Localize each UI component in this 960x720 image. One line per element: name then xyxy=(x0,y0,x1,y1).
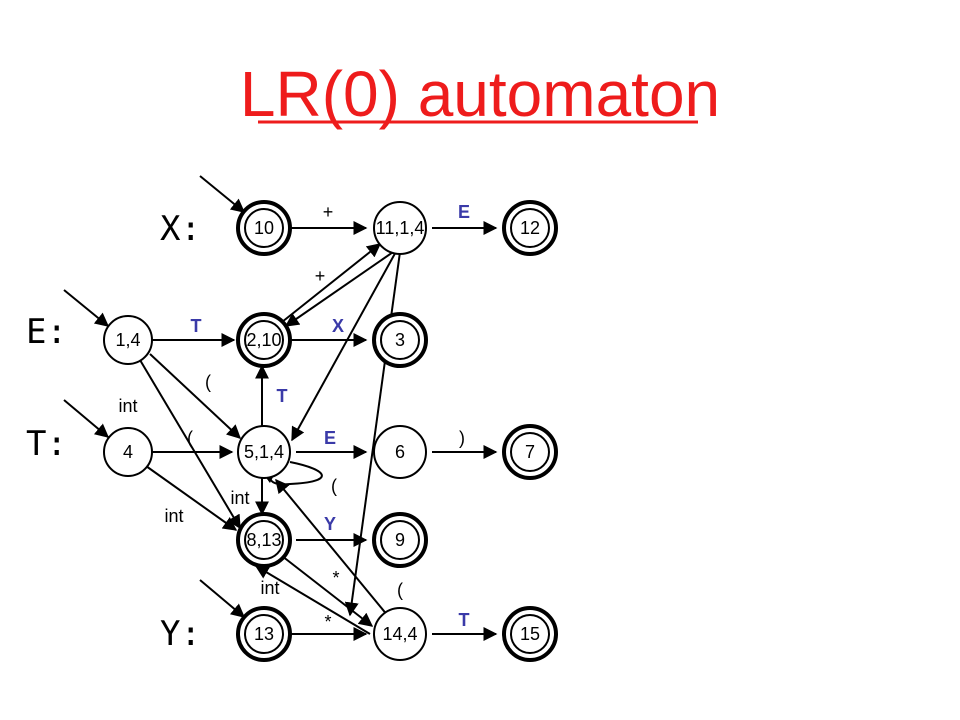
edge-144-813 xyxy=(254,565,371,635)
svg-text:13: 13 xyxy=(254,624,274,644)
edge-14-813 xyxy=(139,359,241,530)
svg-text:2,10: 2,10 xyxy=(246,330,281,350)
edge-labels: + E + T X ( T int ( E ) ( int int Y * ( … xyxy=(118,202,470,632)
label-y-mid: Y xyxy=(324,514,336,534)
label-e-mid: E xyxy=(324,428,336,448)
label-star-a: * xyxy=(332,568,339,588)
nonterminal-x-label: X: xyxy=(160,209,201,249)
label-int-d: int xyxy=(260,578,279,598)
label-t-vert: T xyxy=(277,386,288,406)
label-int-c: int xyxy=(164,506,183,526)
nonterminal-y-label: Y: xyxy=(160,614,201,654)
state-3: 3 xyxy=(372,312,428,368)
edge-11-514 xyxy=(291,247,399,442)
state-14-4: 14,4 xyxy=(373,607,427,661)
state-5-1-4: 5,1,4 xyxy=(237,425,291,479)
label-int-b: int xyxy=(230,488,249,508)
state-7: 7 xyxy=(502,424,558,480)
label-e-top: E xyxy=(458,202,470,222)
label-x-mid: X xyxy=(332,316,344,336)
svg-text:6: 6 xyxy=(395,442,405,462)
state-6: 6 xyxy=(373,425,427,479)
svg-text:8,13: 8,13 xyxy=(246,530,281,550)
edge-210-11 xyxy=(281,243,382,323)
edge-14-514 xyxy=(149,353,242,439)
svg-text:15: 15 xyxy=(520,624,540,644)
state-8-13: 8,13 xyxy=(236,512,292,568)
label-plus-mid: + xyxy=(315,266,326,286)
label-rparen: ) xyxy=(459,428,465,448)
start-arrow-13 xyxy=(199,579,246,618)
edge-813-144 xyxy=(281,555,374,627)
svg-text:3: 3 xyxy=(395,330,405,350)
start-arrow-10 xyxy=(199,175,246,213)
state-11-1-4: 11,1,4 xyxy=(373,201,427,255)
nonterminal-t-label: T: xyxy=(26,424,67,464)
label-int-a: int xyxy=(118,396,137,416)
edge-144-514 xyxy=(275,478,389,617)
svg-text:4: 4 xyxy=(123,442,133,462)
label-paren-loop: ( xyxy=(331,476,337,496)
svg-text:5,1,4: 5,1,4 xyxy=(244,442,284,462)
label-paren-b: ( xyxy=(187,428,193,448)
svg-text:11,1,4: 11,1,4 xyxy=(376,218,425,238)
state-15: 15 xyxy=(502,606,558,662)
label-t-bottom: T xyxy=(459,610,470,630)
states: 10 11,1,4 12 1,4 2,10 3 4 xyxy=(103,200,558,662)
page-title: LR(0) automaton xyxy=(240,58,720,130)
label-paren-a: ( xyxy=(205,372,211,392)
start-arrow-14 xyxy=(63,289,110,327)
svg-text:7: 7 xyxy=(525,442,535,462)
label-paren-c: ( xyxy=(397,580,403,600)
edge-11-144 xyxy=(344,251,401,617)
svg-text:1,4: 1,4 xyxy=(115,330,140,350)
label-plus-top: + xyxy=(323,202,334,222)
state-9: 9 xyxy=(372,512,428,568)
state-4: 4 xyxy=(103,427,153,477)
state-1-4: 1,4 xyxy=(103,315,153,365)
svg-text:10: 10 xyxy=(254,218,274,238)
start-arrows xyxy=(63,175,246,618)
nonterminal-e-label: E: xyxy=(26,312,67,352)
state-12: 12 xyxy=(502,200,558,256)
label-t-left: T xyxy=(191,316,202,336)
edge-4-813 xyxy=(145,465,238,531)
start-arrow-4 xyxy=(63,399,110,438)
state-2-10: 2,10 xyxy=(236,312,292,368)
svg-text:14,4: 14,4 xyxy=(382,624,417,644)
label-star-b: * xyxy=(324,612,331,632)
svg-text:12: 12 xyxy=(520,218,540,238)
transitions xyxy=(139,221,498,641)
state-10: 10 xyxy=(236,200,292,256)
state-13: 13 xyxy=(236,606,292,662)
svg-text:9: 9 xyxy=(395,530,405,550)
edge-11-210 xyxy=(284,249,397,327)
